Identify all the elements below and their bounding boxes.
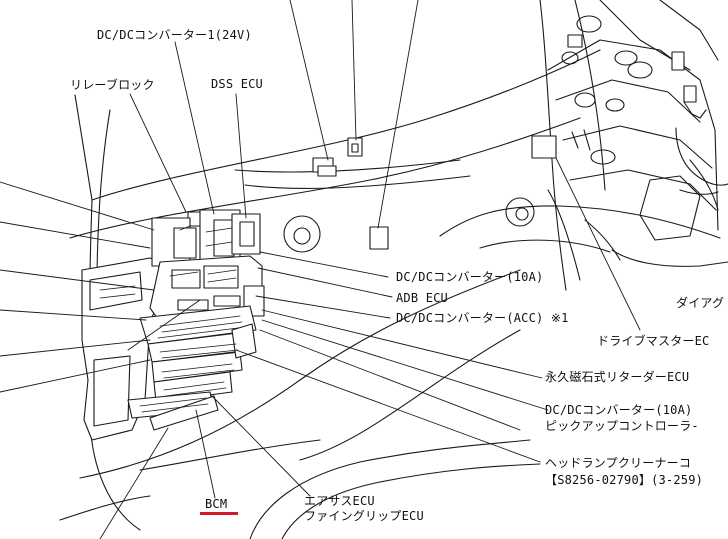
bcm-highlight-underline: [200, 512, 238, 515]
label-dcdc-converter-10a-1: DC/DCコンバーター(10A): [396, 270, 544, 284]
label-dcdc-converter-10a-2: DC/DCコンバーター(10A): [545, 403, 693, 417]
label-retarder-ecu: 永久磁石式リターダーECU: [545, 370, 690, 384]
label-air-suspension-ecu: エアサスECU: [304, 494, 375, 508]
relay-block-details: [99, 225, 243, 413]
label-pickup-controller: ピックアップコントローラ-: [545, 419, 699, 433]
leader-lines: [0, 0, 641, 539]
label-part-reference: 【S8256-02790】(3-259): [545, 473, 704, 487]
label-dss-ecu: DSS ECU: [211, 77, 263, 91]
label-fine-grip-ecu: ファイングリップECU: [304, 509, 424, 523]
relay-block-cluster: [81, 209, 265, 441]
label-headlamp-cleaner: ヘッドランプクリーナーコ: [545, 456, 692, 470]
label-bcm: BCM: [205, 497, 228, 511]
floating-connectors: [187, 137, 389, 250]
round-vents: [283, 197, 535, 253]
label-adb-ecu: ADB ECU: [396, 291, 448, 305]
label-diag-connector: ダイアグ: [676, 296, 725, 310]
label-dcdc-converter-24v: DC/DCコンバーター1(24V): [97, 28, 252, 42]
label-relay-block: リレーブロック: [70, 78, 155, 92]
label-dcdc-converter-acc: DC/DCコンバーター(ACC) ※1: [396, 311, 569, 325]
label-drive-master-ecu: ドライブマスターEC: [597, 334, 710, 348]
center-console: [531, 0, 728, 291]
